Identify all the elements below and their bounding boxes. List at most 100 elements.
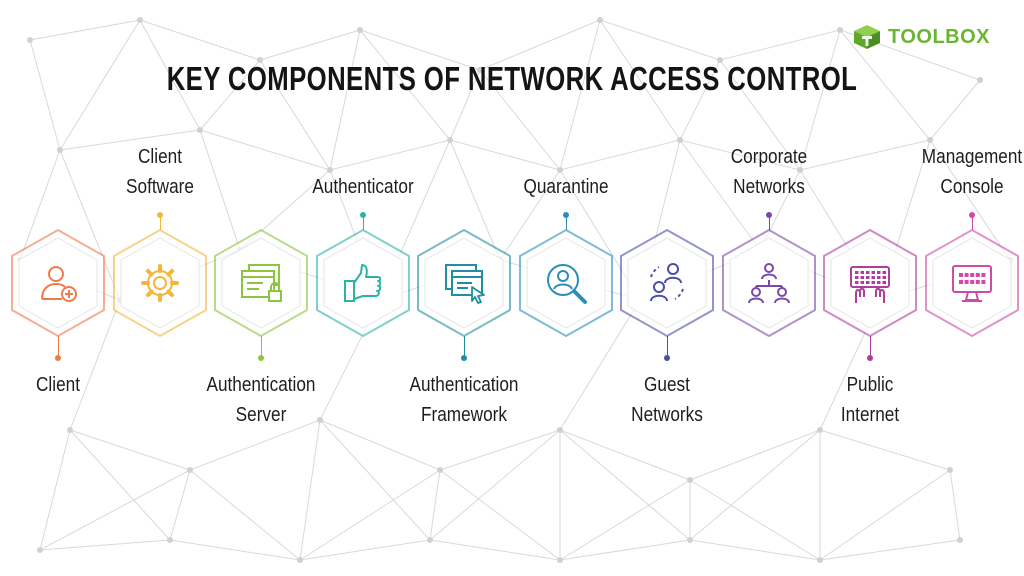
thumbs-up-icon: [343, 264, 381, 302]
connector-line: [667, 336, 668, 358]
network-node: [427, 537, 433, 543]
network-link: [329, 29, 361, 171]
component-label-line: Management: [921, 146, 1022, 168]
component-node: [211, 228, 311, 338]
component-label-line: Quarantine: [522, 176, 609, 198]
network-node: [837, 27, 843, 33]
network-link: [69, 429, 171, 541]
component-node: [719, 228, 819, 338]
network-link: [819, 539, 961, 561]
monitor-grid-icon: [951, 265, 992, 302]
connector-line: [362, 216, 364, 230]
network-node: [677, 137, 683, 143]
network-link: [359, 29, 481, 71]
component-label-line: Authenticator: [311, 176, 414, 198]
component-label-line: Corporate: [730, 146, 807, 168]
network-link: [559, 429, 691, 481]
network-link: [139, 19, 261, 61]
component-label-line: Framework: [420, 404, 507, 426]
network-link: [29, 19, 141, 41]
network-node: [357, 27, 363, 33]
network-link: [59, 129, 201, 151]
network-node: [477, 67, 483, 73]
brand-name: TOOLBOX: [888, 25, 991, 48]
network-link: [559, 429, 691, 541]
network-node: [297, 557, 303, 563]
component-node: [313, 228, 413, 338]
network-link: [599, 19, 681, 141]
component-label-line: Authentication: [206, 374, 316, 396]
network-link: [559, 19, 601, 171]
component-node: [414, 228, 514, 338]
component-label: Authenticator: [289, 172, 435, 202]
network-link: [439, 429, 561, 471]
network-link: [559, 479, 691, 561]
component-node: [110, 228, 210, 338]
network-node: [197, 127, 203, 133]
network-node: [27, 37, 33, 43]
connector-line: [58, 336, 59, 358]
network-link: [479, 69, 561, 171]
network-node: [37, 547, 43, 553]
network-link: [39, 539, 171, 551]
component-node: [922, 228, 1022, 338]
gear-icon: [140, 264, 179, 302]
person-search-icon: [546, 264, 587, 304]
network-link: [329, 139, 451, 171]
network-link: [799, 139, 931, 171]
component-label-line: Authentication: [409, 374, 519, 396]
network-link: [319, 419, 441, 471]
network-link: [429, 429, 561, 541]
network-link: [949, 469, 961, 541]
network-node: [927, 137, 933, 143]
network-link: [299, 469, 441, 561]
connector-dot: [968, 212, 975, 218]
network-link: [449, 69, 481, 141]
org-chart-icon: [747, 263, 790, 304]
network-node: [687, 537, 693, 543]
network-node: [687, 477, 693, 483]
toolbox-cube-icon: [854, 25, 880, 49]
component-node: [617, 228, 717, 338]
connector-line: [971, 216, 973, 230]
network-node: [947, 467, 953, 473]
connector-line: [768, 216, 770, 230]
network-node: [977, 77, 983, 83]
component-label-line: Public: [846, 374, 894, 396]
component-node: [820, 228, 920, 338]
network-node: [327, 167, 333, 173]
network-node: [817, 427, 823, 433]
guest-users-icon: [650, 263, 684, 302]
hexagon-shape: [11, 228, 105, 338]
network-link: [929, 139, 1011, 261]
network-node: [67, 427, 73, 433]
component-label-line: Networks: [631, 404, 703, 426]
network-link: [599, 19, 721, 61]
server-lock-icon: [241, 264, 282, 302]
network-link: [689, 479, 821, 561]
network-link: [59, 149, 121, 301]
hexagon-shape: [315, 228, 410, 338]
connector-dot: [258, 355, 264, 361]
network-link: [39, 429, 71, 551]
component-label-line: Internet: [840, 404, 900, 426]
component-node: [516, 228, 616, 338]
page-title: KEY COMPONENTS OF NETWORK ACCESS CONTROL: [166, 60, 858, 97]
network-node: [187, 467, 193, 473]
component-label-line: Networks: [732, 176, 805, 198]
network-node: [717, 57, 723, 63]
network-link: [429, 469, 441, 541]
network-node: [557, 557, 563, 563]
network-link: [69, 429, 191, 471]
network-link: [59, 19, 141, 151]
network-link: [559, 299, 641, 431]
connector-dot: [359, 212, 366, 218]
network-link: [689, 429, 821, 541]
network-node: [137, 17, 143, 23]
network-link: [719, 59, 801, 171]
network-node: [447, 137, 453, 143]
